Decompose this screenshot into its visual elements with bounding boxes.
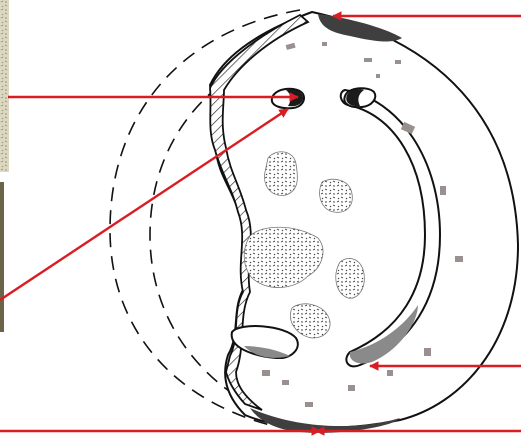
speckle-patch-1 — [264, 152, 297, 196]
nail-slot-top-right — [344, 88, 375, 107]
nail-slot-top-left — [272, 89, 304, 108]
speckle-patch-2 — [320, 179, 353, 212]
background-photo-strips — [0, 0, 9, 332]
photo-strip-bottom — [0, 182, 4, 332]
speckle-patch-4 — [336, 258, 364, 298]
photo-strip-top-texture — [0, 0, 9, 172]
